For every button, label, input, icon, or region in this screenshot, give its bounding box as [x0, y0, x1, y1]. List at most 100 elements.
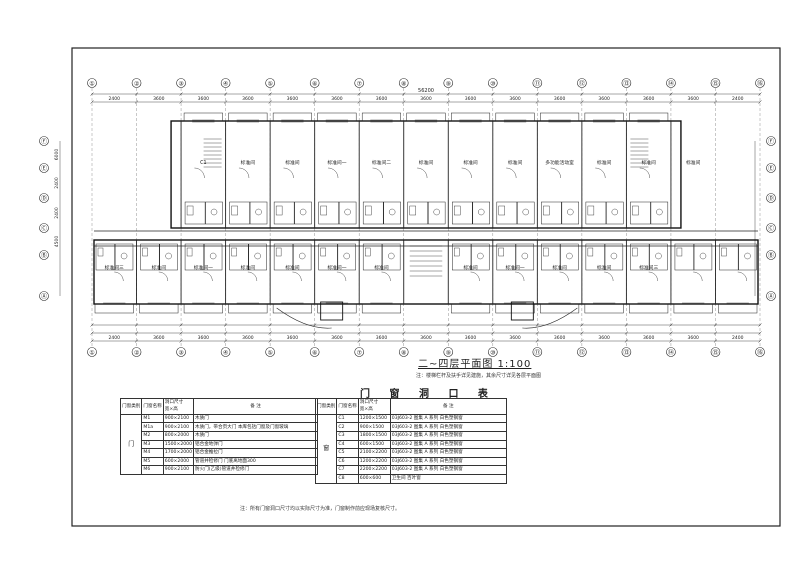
- grid-bubble-bottom: [755, 347, 765, 357]
- dim-tick: [758, 100, 762, 104]
- door-swing: [247, 271, 258, 282]
- fixture: [365, 205, 372, 216]
- door-group-label: 门: [119, 413, 143, 475]
- dim-tick: [134, 339, 139, 343]
- grid-bubble-top: [532, 78, 543, 88]
- door-swing: [336, 271, 347, 282]
- window-remark: 03J603-2 图集 A 系列 白色塑钢窗: [389, 431, 507, 441]
- dim-tick: [624, 92, 629, 96]
- span-dimension: 3600: [242, 335, 254, 341]
- grid-axis-label: ③: [178, 350, 183, 357]
- plan-title: 二~四层平面图 1:100: [418, 359, 532, 370]
- dim-tick: [312, 331, 317, 335]
- dim-tick: [580, 323, 584, 327]
- dim-tick: [134, 100, 139, 104]
- grid-bubble-bottom: [621, 347, 632, 357]
- dim-tick: [179, 339, 183, 343]
- dim-tick: [357, 339, 361, 343]
- fixture: [320, 247, 326, 257]
- fixture: [388, 208, 396, 216]
- door-swing: [506, 167, 517, 179]
- grid-bubble-top: [354, 78, 365, 88]
- door-size: 600×2000: [162, 456, 195, 467]
- bathroom: [184, 201, 206, 225]
- entrance-lobby: [320, 301, 344, 321]
- fixture: [254, 252, 261, 260]
- bathroom: [630, 243, 650, 271]
- header-code: 门窗名称: [141, 398, 164, 415]
- dim-tick: [402, 323, 406, 327]
- bathroom: [496, 243, 516, 271]
- bathroom: [337, 243, 356, 271]
- room-label: 标准间: [241, 264, 256, 271]
- window-code: C4: [336, 439, 359, 450]
- door-code: M2: [141, 431, 164, 441]
- door-swing: [550, 167, 561, 179]
- grid-axis-label: Ⓕ: [41, 138, 47, 146]
- dim-tick: [758, 331, 762, 335]
- balcony: [406, 112, 446, 122]
- grid-axis-label: Ⓓ: [41, 195, 47, 203]
- fixture: [676, 247, 683, 257]
- header-remark: 备 注: [193, 398, 319, 415]
- grid-axis-label: ⑩: [490, 350, 495, 357]
- fixture: [611, 208, 619, 216]
- grid-axis-label: Ⓕ: [768, 138, 774, 146]
- grid-bubble-right: [766, 291, 776, 301]
- fixture: [320, 205, 327, 216]
- span-dimension: 3600: [331, 96, 343, 102]
- bathroom: [229, 201, 250, 225]
- fixture: [365, 247, 371, 257]
- balcony: [495, 303, 535, 314]
- door-code: M1: [141, 413, 164, 424]
- window-size: 600×600: [357, 473, 391, 484]
- grid-bubble-bottom: [710, 347, 721, 357]
- dim-tick: [535, 323, 540, 327]
- fixture: [231, 247, 237, 257]
- window-code: C1: [336, 413, 359, 424]
- fixture: [656, 208, 663, 216]
- balcony: [629, 303, 669, 314]
- door-swing: [470, 271, 480, 282]
- dim-tick: [446, 323, 450, 327]
- room-label: 多功能活动室: [545, 159, 574, 166]
- door-swing: [203, 271, 213, 282]
- dim-tick: [357, 331, 361, 335]
- room-label: 标准间: [285, 264, 300, 271]
- grid-axis-label: Ⓓ: [768, 195, 774, 203]
- bathroom: [318, 243, 338, 271]
- room-label: 标准间: [597, 264, 612, 271]
- bathroom: [561, 201, 579, 225]
- grid-bubble-top: [577, 78, 587, 88]
- dim-tick: [134, 92, 139, 96]
- dim-tick: [535, 92, 540, 96]
- grid-axis-label: ⑤: [267, 81, 272, 88]
- dim-tick: [223, 339, 228, 343]
- span-dimension: 3600: [376, 96, 388, 102]
- room-label: 标准间: [152, 264, 167, 271]
- bathroom: [452, 243, 472, 271]
- span-dimension: 3600: [198, 335, 210, 341]
- door-swing: [648, 271, 658, 282]
- balcony: [540, 303, 580, 314]
- bathroom: [560, 243, 579, 271]
- fixture: [165, 252, 172, 260]
- dim-tick: [713, 339, 718, 343]
- balcony: [183, 112, 223, 122]
- window-size: 900×1500: [357, 422, 391, 432]
- window-code: C7: [336, 465, 359, 475]
- dim-tick: [312, 92, 317, 96]
- room-label: 标准间: [552, 264, 567, 271]
- door-remark: 木质门，带合页大门 本库包括门窗及门窗玻璃: [193, 422, 319, 432]
- dim-tick: [624, 100, 629, 104]
- door-size: 800×2000: [162, 431, 195, 441]
- fixture: [209, 252, 217, 260]
- fixture: [521, 252, 529, 260]
- grid-axis-label: ④: [223, 350, 228, 357]
- door-swing: [328, 167, 339, 179]
